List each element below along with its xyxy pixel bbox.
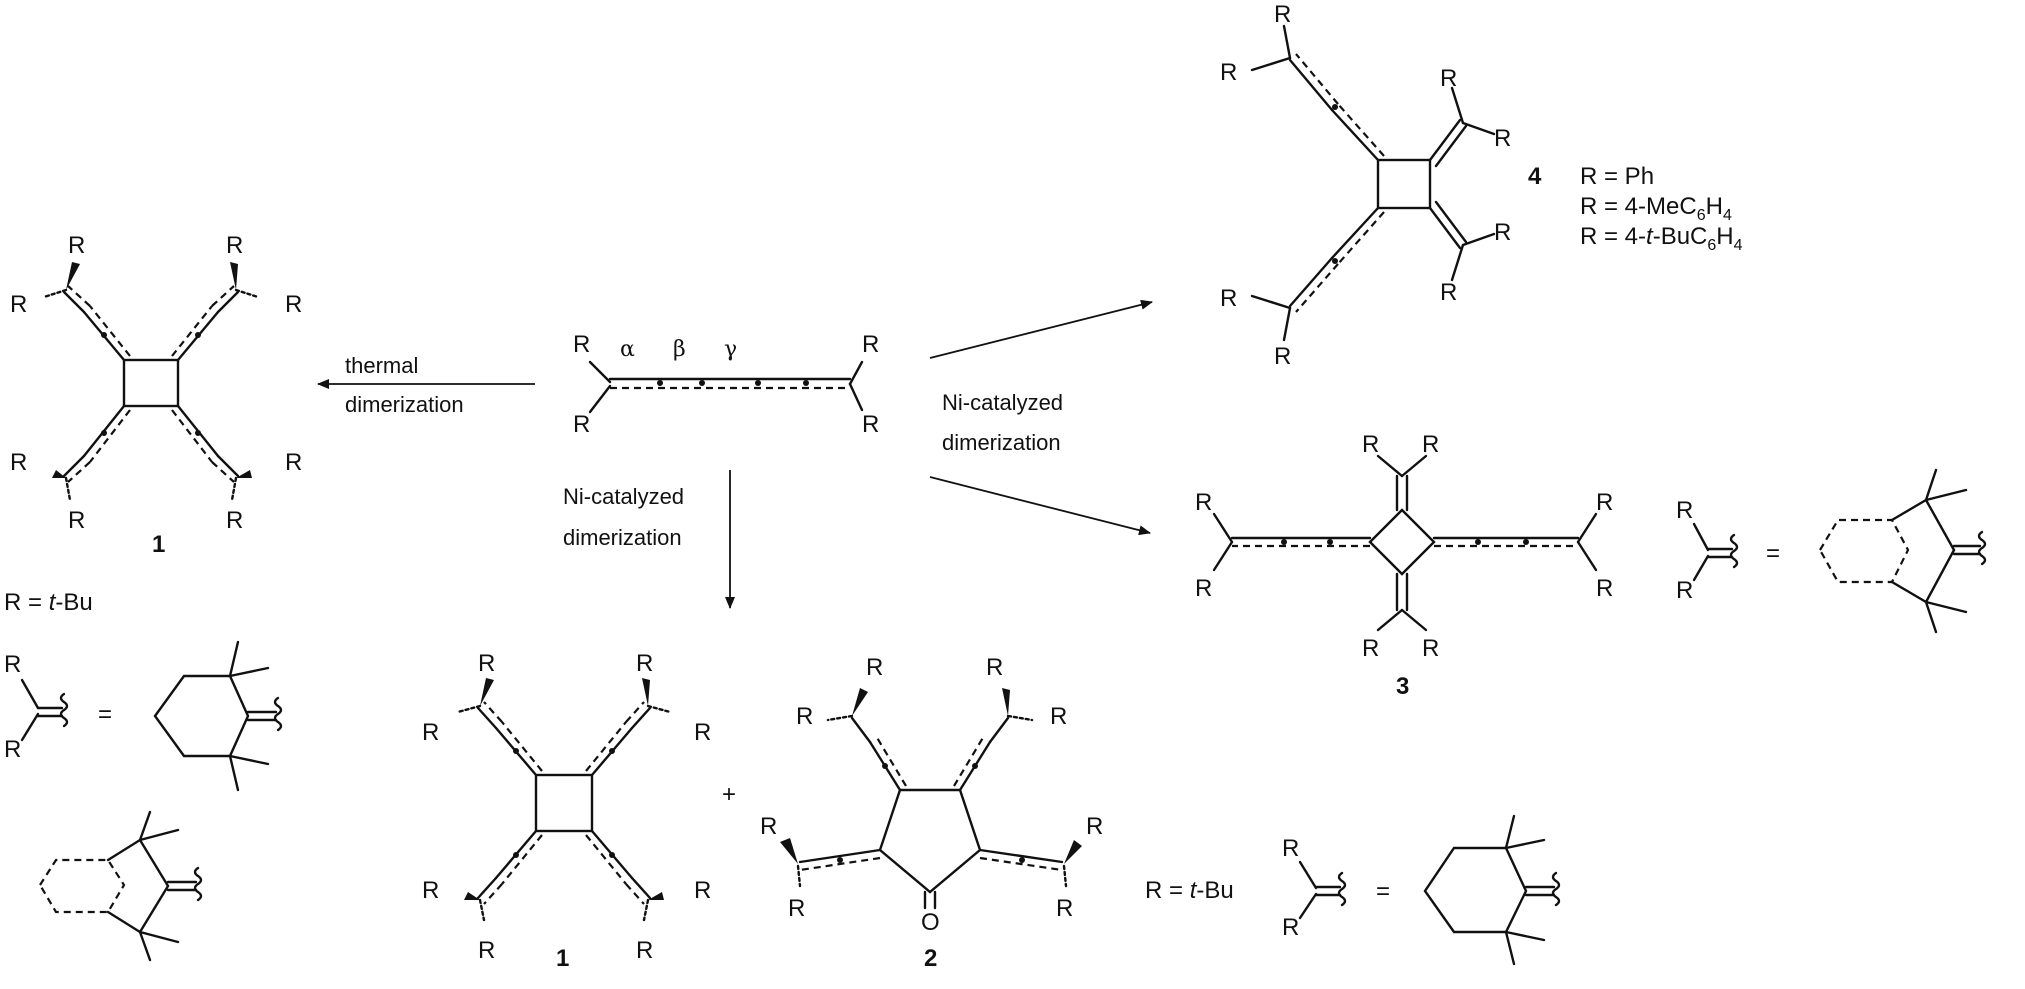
r-label: R (866, 654, 883, 681)
r-label: R (285, 449, 302, 476)
r-tbu-phenyl: R = 4-t-BuC6H4 (1580, 223, 1743, 254)
t-italic: t (1190, 877, 1198, 904)
r-label: R (285, 291, 302, 318)
r-label: R (1494, 125, 1511, 152)
r-label: R (862, 411, 879, 438)
r-label: R (1056, 895, 1073, 922)
thermal-label: thermal (345, 353, 418, 378)
r-label: R (796, 703, 813, 730)
r-label: R (4, 651, 21, 678)
compound-number: 1 (152, 531, 165, 558)
r-label: R (1282, 914, 1299, 941)
r-label: R (862, 331, 879, 358)
arrow-thermal: thermal dimerization (317, 353, 535, 417)
r-label: R (226, 232, 243, 259)
r-label: R (1440, 279, 1457, 306)
equals-sign: = (1376, 878, 1390, 905)
compound-4: R R R R R R R R 4 R = Ph R = 4-MeC6H4 R … (1220, 1, 1743, 370)
equals-sign: = (1766, 540, 1780, 567)
r-tolyl: R = 4-MeC6H4 (1580, 193, 1732, 224)
gamma-label: γ (724, 337, 737, 362)
r-label: R (422, 877, 439, 904)
r-label: R (1440, 65, 1457, 92)
r-label: R (10, 291, 27, 318)
r-label: R (478, 937, 495, 964)
r-label: R (1220, 285, 1237, 312)
ni-label: Ni-catalyzed (942, 390, 1063, 415)
r-label: R (226, 507, 243, 534)
r-definition-left: R = t-Bu R R = (4, 589, 283, 962)
r-label: R (1195, 575, 1212, 602)
compound-3: R R R R R R R R 3 (1195, 431, 1613, 700)
r-label: R (1274, 1, 1291, 28)
compound-1-thermal: R R R R R R R R 1 (10, 232, 302, 558)
compound-1-catalyzed: R R R R R R R R 1 (422, 650, 711, 972)
r-label: R (1274, 343, 1291, 370)
r-label: R (1422, 431, 1439, 458)
compound-number: 4 (1528, 163, 1542, 190)
ni-label-2: dimerization (942, 430, 1061, 455)
r-label: R (1362, 431, 1379, 458)
r-equals: R = (1145, 877, 1190, 904)
r-label: R (1050, 703, 1067, 730)
r-label: R (68, 232, 85, 259)
alpha-label: α (620, 337, 635, 362)
r-label: R (1282, 835, 1299, 862)
r-label: R (1494, 219, 1511, 246)
r-label: R (1676, 497, 1693, 524)
r-label: R (478, 650, 495, 677)
beta-label: β (673, 337, 686, 362)
r-label: R (636, 937, 653, 964)
bu-text: -Bu (55, 589, 92, 616)
r-definition-right: R R = (1676, 468, 1987, 634)
bu-text: -Bu (1196, 877, 1233, 904)
starting-cumulene: R R R R α β γ (573, 331, 879, 438)
svg-text:R = t-Bu: R = t-Bu (1145, 877, 1234, 904)
r-label: R (1676, 577, 1693, 604)
carbonyl-oxygen: O (921, 909, 940, 936)
r-label: R (788, 895, 805, 922)
ni-label: Ni-catalyzed (563, 484, 684, 509)
r-label: R (1422, 635, 1439, 662)
t-italic: t (49, 589, 57, 616)
r-label: R (636, 650, 653, 677)
plus-sign: + (722, 781, 736, 808)
ni-label-2: dimerization (563, 525, 682, 550)
equals-sign: = (98, 701, 112, 728)
r-label: R (1596, 489, 1613, 516)
r-label: R (1086, 813, 1103, 840)
r-ph: R = Ph (1580, 163, 1654, 190)
arrow-ni-down: Ni-catalyzed dimerization (563, 470, 735, 609)
r-label: R (4, 736, 21, 763)
r-label: R (10, 449, 27, 476)
r-label: R (1220, 59, 1237, 86)
arrow-ni-right: Ni-catalyzed dimerization (929, 299, 1153, 536)
r-label: R (760, 813, 777, 840)
compound-number: 3 (1396, 673, 1409, 700)
r-label: R (694, 719, 711, 746)
svg-text:R = t-Bu: R = t-Bu (4, 589, 93, 616)
r-label: R (573, 331, 590, 358)
r-label: R (68, 507, 85, 534)
r-equals: R = (4, 589, 49, 616)
r-label: R (1362, 635, 1379, 662)
compound-2: O R R R R R R R R 2 (760, 654, 1103, 972)
compound-number: 2 (924, 945, 937, 972)
r-label: R (694, 877, 711, 904)
r-label: R (1195, 489, 1212, 516)
r-label: R (422, 719, 439, 746)
r-label: R (986, 654, 1003, 681)
r-label: R (573, 411, 590, 438)
compound-number: 1 (556, 945, 569, 972)
r-label: R (1596, 575, 1613, 602)
r-definition-bottom: R = t-Bu R R = (1145, 814, 1561, 966)
thermal-label-2: dimerization (345, 392, 464, 417)
